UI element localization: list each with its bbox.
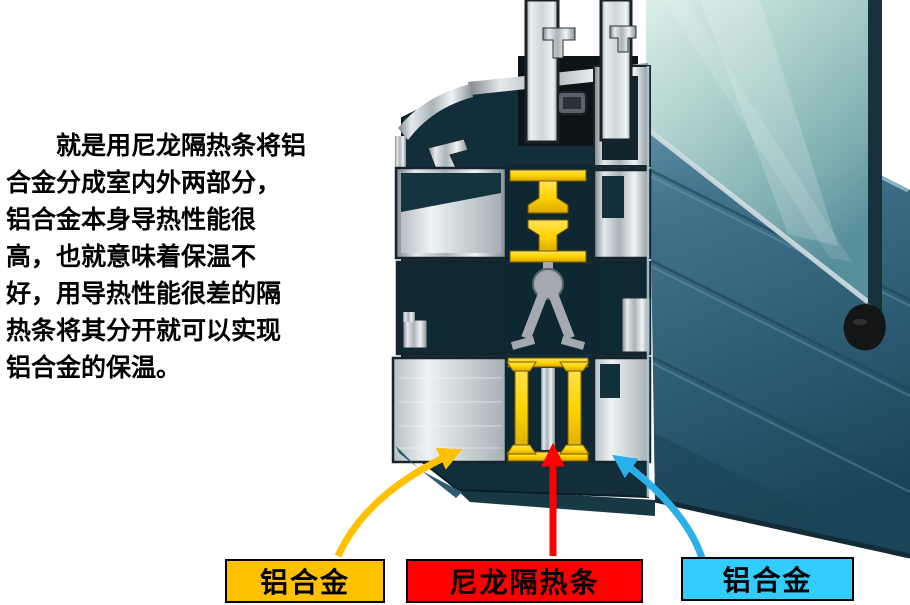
paragraph-line: 高，也就意味着保温不 [6, 244, 257, 271]
label-aluminum-right: 铝合金 [681, 557, 854, 601]
arrow-to-aluminum-left [334, 447, 463, 558]
paragraph-line: 热条将其分开就可以实现 [6, 318, 282, 345]
label-nylon-strip: 尼龙隔热条 [406, 559, 643, 603]
arrow-to-aluminum-right [612, 454, 706, 560]
polyamide-spacer [506, 262, 594, 354]
glass-pane-inner-pair [524, 0, 637, 144]
paragraph-line: 合金分成室内外两部分， [6, 170, 282, 197]
paragraph-line: 好，用导热性能很差的隔 [6, 281, 282, 308]
inner-aluminum-chambers [592, 66, 652, 497]
nylon-strip-lower [506, 356, 594, 462]
nylon-strip-upper [506, 164, 594, 263]
frame-clip [843, 303, 886, 351]
paragraph-line: 铝合金的保温。 [6, 355, 182, 382]
explanation-text: 就是用尼龙隔热条将铝 合金分成室内外两部分， 铝合金本身导热性能很 高，也就意味… [6, 128, 380, 387]
glass-pane-large [644, 0, 882, 312]
paragraph-line: 就是用尼龙隔热条将铝 [56, 133, 307, 160]
paragraph-line: 铝合金本身导热性能很 [6, 207, 257, 234]
label-aluminum-left: 铝合金 [225, 559, 385, 603]
outer-aluminum-chambers [391, 166, 508, 498]
